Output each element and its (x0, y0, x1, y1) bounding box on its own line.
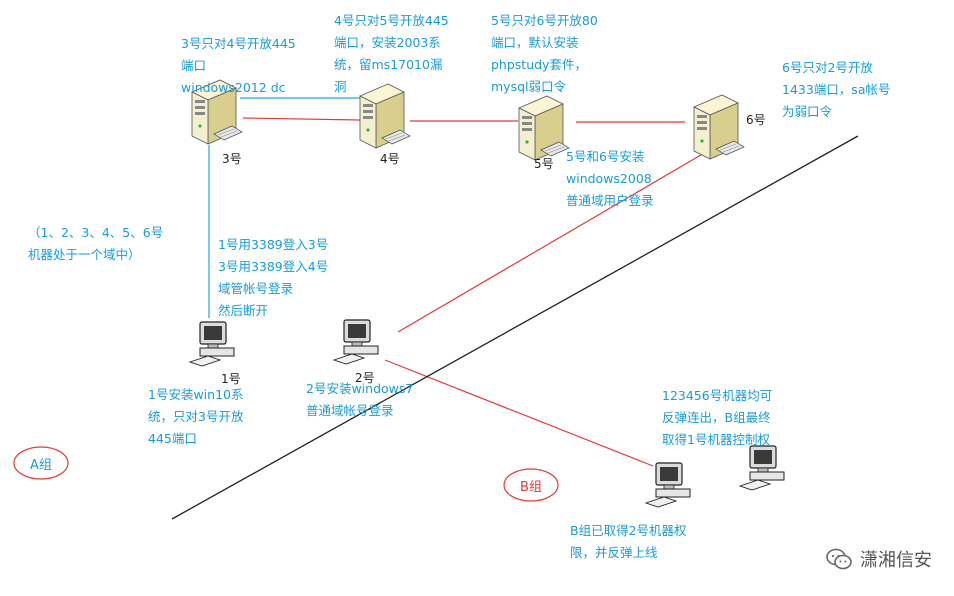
node-label-4: 4号 (380, 152, 400, 166)
pc-b1-icon (645, 462, 691, 508)
note-node-6: 6号只对2号开放 1433端口，sa帐号 为弱口令 (782, 60, 891, 119)
node-label-1: 1号 (221, 372, 241, 386)
pc-b2-icon (739, 445, 785, 491)
wechat-icon (826, 548, 852, 570)
note-node-5: 5号只对6号开放80 端口，默认安装 phpstudy套件， mysql弱口令 (491, 13, 598, 94)
link-2-6-red (397, 151, 707, 333)
group-a-ellipse (13, 446, 69, 480)
pc-2-icon (333, 319, 379, 365)
note-node-5-6: 5号和6号安装 windows2008 普通域用户登录 (566, 149, 654, 208)
node-label-3: 3号 (222, 152, 242, 166)
node-label-2: 2号 (355, 371, 375, 385)
pc-1-icon (189, 321, 235, 367)
server-6-icon (693, 94, 745, 160)
note-login: 1号用3389登入3号 3号用3389登入4号 域管帐号登录 然后断开 (218, 237, 329, 318)
watermark-text: 潇湘信安 (860, 550, 932, 571)
note-node-1: 1号安装win10系 统，只对3号开放 445端口 (148, 387, 244, 446)
link-3-4-red (242, 117, 361, 121)
note-node-3: 3号只对4号开放445 端口 windows2012 dc (181, 36, 296, 95)
group-b-label: B组 (520, 479, 542, 495)
watermark: 潇湘信安 (826, 546, 932, 572)
note-node-4: 4号只对5号开放445 端口，安装2003系 统，留ms17010漏 洞 (334, 13, 449, 94)
node-label-5: 5号 (534, 157, 554, 171)
group-b-ellipse (503, 468, 559, 502)
note-reverse-shell: 123456号机器均可 反弹连出，B组最终 取得1号机器控制权 (662, 388, 773, 447)
group-a-label: A组 (30, 457, 52, 473)
note-node-2: 2号安装windows7 普通域帐号登录 (306, 381, 414, 418)
note-group-b: B组已取得2号机器权 限，并反弹上线 (570, 523, 687, 560)
note-domain: （1、2、3、4、5、6号 机器处于一个域中） (28, 225, 164, 262)
node-label-6: 6号 (746, 113, 766, 127)
link-2-b-red (384, 359, 654, 467)
group-divider-line (171, 135, 859, 520)
server-5-icon (518, 95, 570, 161)
